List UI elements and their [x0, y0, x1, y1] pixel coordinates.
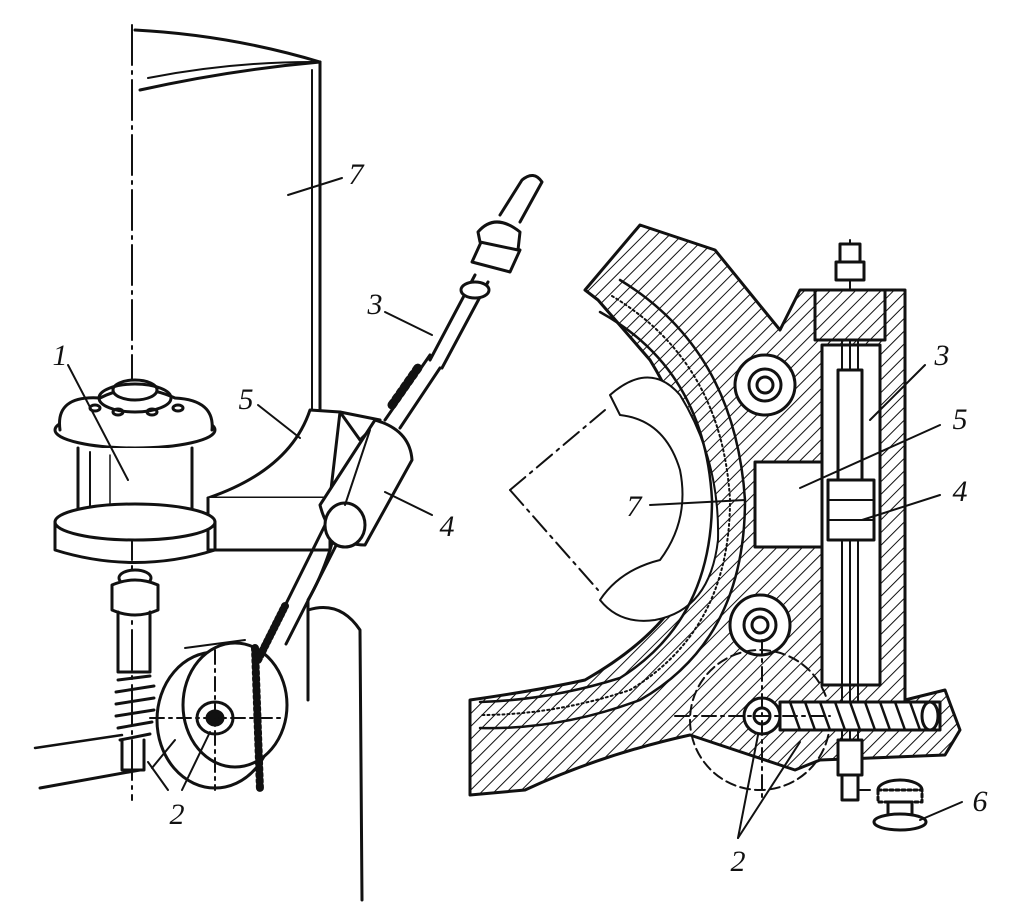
leader-3-right: [869, 364, 926, 421]
leader-4-left: [384, 491, 433, 516]
left-view: [33, 24, 544, 902]
gear-part-6: [859, 778, 928, 832]
label-5-right: 5: [952, 403, 968, 436]
nut-part-4: [826, 478, 876, 542]
leader-5-left: [257, 404, 301, 439]
leader-4-right: [861, 494, 941, 521]
label-2-right: 2: [730, 845, 746, 878]
label-5-left: 5: [238, 383, 254, 416]
label-7-right: 7: [626, 490, 642, 523]
drum-shaft: [110, 568, 160, 772]
leader-6-right: [919, 801, 963, 821]
label-4-right: 4: [952, 475, 968, 508]
vertical-screw-part-3: [813, 239, 887, 771]
leader-2a-right: [737, 734, 759, 839]
label-3-right: 3: [934, 339, 950, 372]
cylinder-part-7: [133, 28, 322, 414]
leader-2b-right: [737, 741, 801, 839]
leader-1-left: [67, 364, 129, 481]
slider-block: [753, 460, 829, 549]
inclined-shaft: [254, 174, 544, 664]
leader-2a-left: [147, 761, 169, 791]
leader-5-right: [799, 424, 941, 489]
leader-7-left: [287, 177, 343, 196]
bracket-part-5: [206, 408, 382, 902]
worm-wheel-part-2-left: [149, 639, 289, 794]
roller-bottom: [728, 593, 792, 657]
worm-gear-right: [742, 696, 942, 802]
label-2-left: 2: [169, 798, 185, 831]
label-7-left: 7: [348, 158, 364, 191]
label-6-right: 6: [972, 785, 988, 818]
label-4-left: 4: [439, 510, 455, 543]
drum-part-1: [53, 378, 217, 564]
leader-3-left: [384, 311, 433, 336]
label-3-left: 3: [367, 288, 383, 321]
label-1-left: 1: [52, 339, 68, 372]
leader-7-right: [649, 499, 746, 506]
roller-top: [733, 353, 797, 417]
right-view: [468, 223, 963, 839]
leader-2b-left: [181, 731, 211, 791]
